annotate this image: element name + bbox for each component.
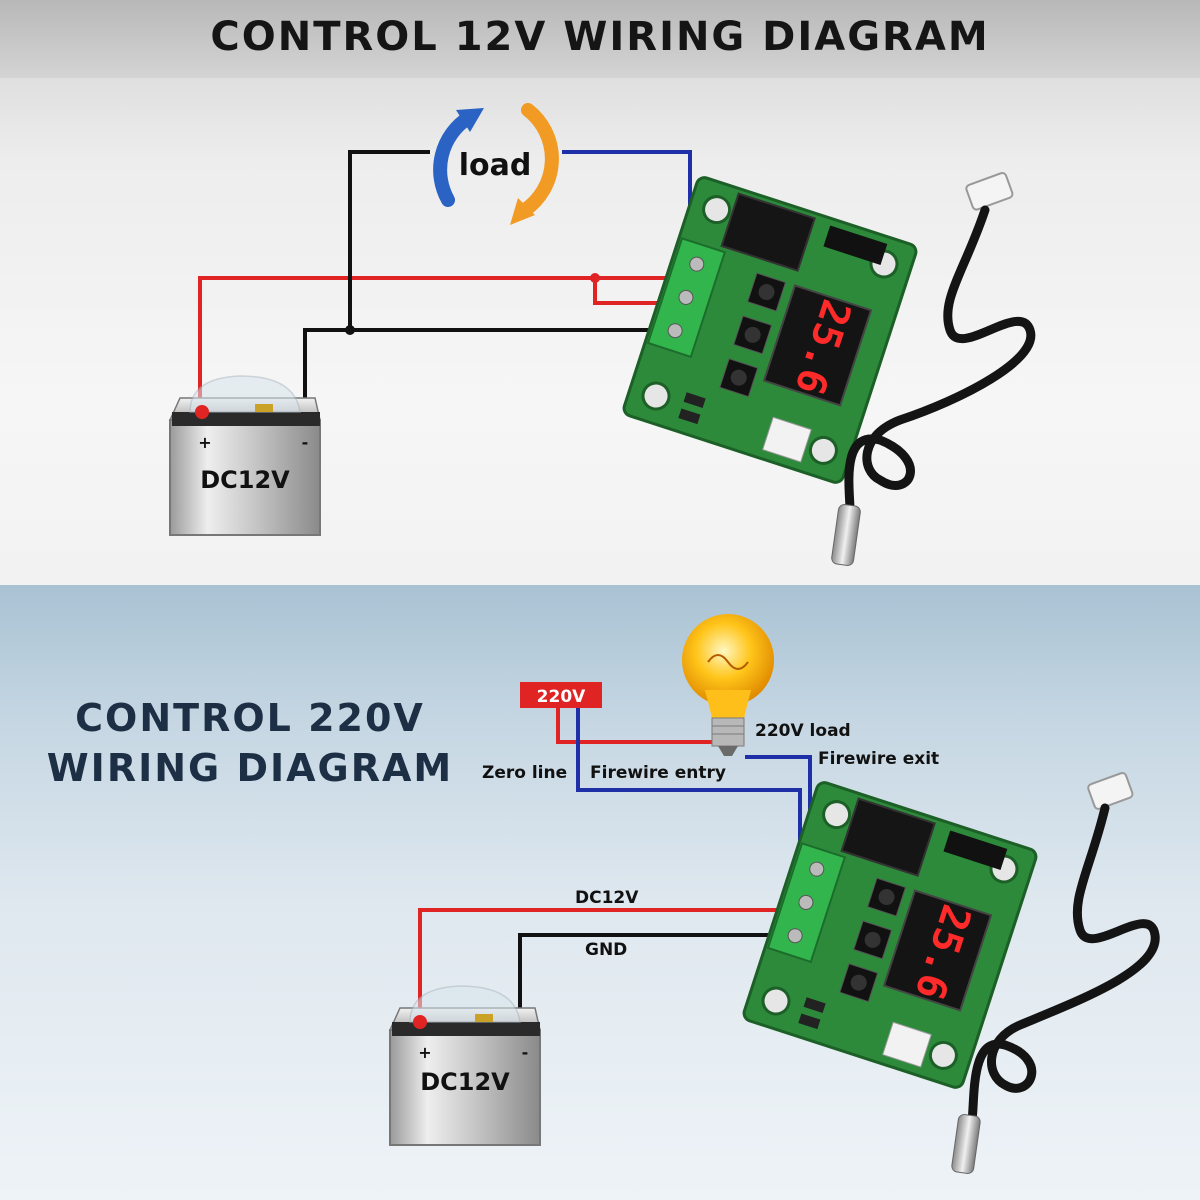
title-12v-wiring: CONTROL 12V WIRING DIAGRAM (210, 14, 990, 60)
top-red-wire (198, 276, 690, 415)
bottom-battery-minus: - (522, 1043, 529, 1062)
load-label: load (459, 148, 532, 183)
top-battery-label: DC12V (200, 466, 290, 494)
top-battery: + - DC12V (169, 375, 321, 536)
bottom-battery-label: DC12V (420, 1068, 510, 1096)
bottom-probe-connector (1087, 772, 1134, 810)
top-blue-wire (562, 150, 692, 245)
bulb-load-label: 220V load (755, 721, 851, 741)
top-black-junction (345, 325, 355, 335)
top-temperature-probe (831, 172, 1036, 566)
top-black-load-wire (348, 150, 430, 330)
bottom-blue-entry-wire (576, 708, 802, 865)
bottom-probe-tip (951, 1114, 981, 1174)
bottom-thermostat-board: 25.6 (740, 779, 1040, 1091)
top-battery-plus: + (198, 433, 211, 452)
top-battery-minus: - (302, 433, 309, 452)
firewire-entry-label: Firewire entry (590, 763, 726, 783)
zero-line-label: Zero line (482, 763, 567, 783)
bottom-battery-positive-terminal (413, 1015, 427, 1029)
firewire-exit-label: Firewire exit (818, 749, 939, 769)
top-probe-connector (965, 172, 1014, 211)
top-probe-tip (831, 504, 861, 566)
top-thermostat-board: 25.6 (620, 174, 920, 486)
bottom-probe-cable (967, 803, 1160, 1125)
top-black-wire (303, 328, 660, 430)
top-battery-positive-terminal (195, 405, 209, 419)
bottom-battery-plus: + (418, 1043, 431, 1062)
bottom-temperature-probe (951, 772, 1160, 1174)
supply-220v-label: 220V (537, 687, 586, 707)
light-bulb-icon (682, 614, 774, 756)
title-220v-line2: WIRING DIAGRAM (46, 746, 454, 790)
top-red-jumper (593, 278, 670, 305)
gnd-wire-label: GND (585, 940, 627, 960)
title-band (0, 0, 1200, 78)
bottom-red-220v-wire (556, 708, 718, 744)
title-220v-line1: CONTROL 220V (75, 696, 425, 740)
top-red-junction (590, 273, 600, 283)
supply-220v-tag: 220V (520, 682, 602, 708)
top-probe-cable (844, 205, 1036, 515)
bottom-wires (418, 708, 812, 1030)
dc12v-wire-label: DC12V (575, 888, 639, 908)
load-cycle-icon: load (433, 103, 559, 225)
bottom-battery: + - DC12V (389, 985, 541, 1146)
bottom-red-dc-wire (418, 908, 790, 1015)
bottom-black-gnd-wire (518, 933, 770, 1030)
title-220v-wiring: CONTROL 220V WIRING DIAGRAM (40, 693, 460, 793)
